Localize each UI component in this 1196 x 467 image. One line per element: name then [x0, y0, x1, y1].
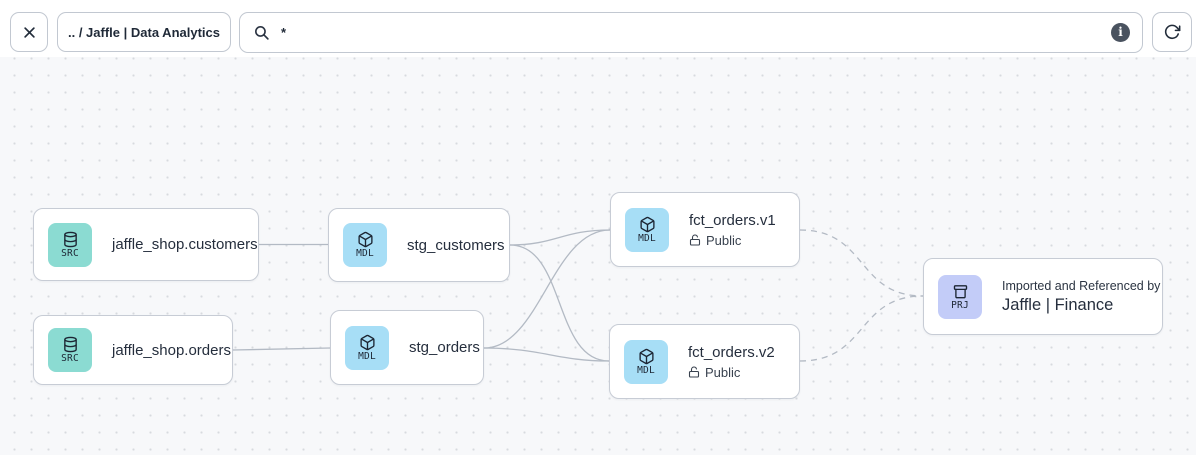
cube-icon [357, 231, 373, 248]
search-icon [255, 26, 269, 40]
badge-label: SRC [61, 353, 79, 364]
access-label: Public [705, 364, 741, 380]
node-title: fct_orders.v1 [689, 211, 776, 229]
project-subtitle: Imported and Referenced by [1002, 278, 1161, 293]
database-icon [63, 231, 77, 247]
edge-stg-customers-fct-v2 [509, 244, 610, 362]
node-title: stg_customers [407, 236, 505, 254]
unlock-icon [689, 234, 701, 246]
node-project-jaffle-finance[interactable]: PRJ Imported and Referenced by Jaffle | … [923, 258, 1163, 335]
lineage-canvas[interactable]: SRC jaffle_shop.customers SRC jaffle_sho… [0, 57, 1196, 455]
node-jaffle-shop-orders[interactable]: SRC jaffle_shop.orders [33, 315, 233, 385]
access-row: Public [688, 365, 775, 380]
edge-stg-orders-fct-v1 [483, 229, 611, 349]
info-icon[interactable]: i [1111, 23, 1130, 42]
badge-label: MDL [638, 232, 656, 244]
search-input[interactable] [281, 25, 1111, 40]
model-badge: MDL [343, 223, 387, 267]
cube-icon [359, 334, 375, 350]
refresh-icon [1164, 24, 1181, 40]
node-fct-orders-v2[interactable]: MDL fct_orders.v2 Public [609, 324, 800, 399]
node-fct-orders-v1[interactable]: MDL fct_orders.v1 Public [610, 192, 800, 267]
lineage-toolbar: .. / Jaffle | Data Analytics i [0, 0, 1196, 57]
badge-label: MDL [356, 248, 374, 259]
node-jaffle-shop-customers[interactable]: SRC jaffle_shop.customers [33, 208, 259, 281]
badge-label: MDL [358, 350, 376, 362]
badge-label: MDL [637, 364, 655, 376]
edge-stg-customers-fct-v1 [509, 229, 611, 246]
node-title: jaffle_shop.orders [112, 341, 231, 359]
node-title: stg_orders [409, 339, 480, 356]
model-badge: MDL [624, 339, 668, 384]
breadcrumb-label: .. / Jaffle | Data Analytics [68, 24, 220, 40]
close-icon [23, 26, 35, 38]
lineage-edges [232, 229, 924, 362]
project-title: Jaffle | Finance [1002, 295, 1114, 314]
cube-icon [638, 348, 654, 364]
unlock-icon [688, 366, 700, 378]
source-badge: SRC [48, 328, 92, 372]
cube-icon [639, 216, 655, 232]
badge-label: PRJ [951, 299, 969, 311]
model-badge: MDL [345, 325, 389, 370]
breadcrumb[interactable]: .. / Jaffle | Data Analytics [57, 12, 231, 52]
edge-fct-v1-project [799, 229, 924, 297]
source-badge: SRC [48, 222, 92, 267]
access-label: Public [706, 232, 742, 248]
archive-icon [953, 284, 967, 298]
edge-stg-orders-fct-v2 [483, 347, 610, 362]
node-stg-orders[interactable]: MDL stg_orders [330, 310, 484, 385]
edge-fct-v2-project [799, 295, 924, 362]
node-title: fct_orders.v2 [688, 343, 775, 361]
database-icon [63, 336, 77, 353]
access-row: Public [689, 233, 776, 248]
refresh-button[interactable] [1152, 12, 1192, 52]
node-title: jaffle_shop.customers [112, 236, 258, 253]
edge-src-orders-stg-orders [232, 347, 331, 351]
model-badge: MDL [625, 207, 669, 252]
node-stg-customers[interactable]: MDL stg_customers [328, 208, 510, 282]
badge-label: SRC [61, 247, 79, 259]
search-box[interactable]: i [239, 12, 1143, 53]
project-badge: PRJ [938, 274, 982, 319]
close-button[interactable] [10, 12, 48, 52]
